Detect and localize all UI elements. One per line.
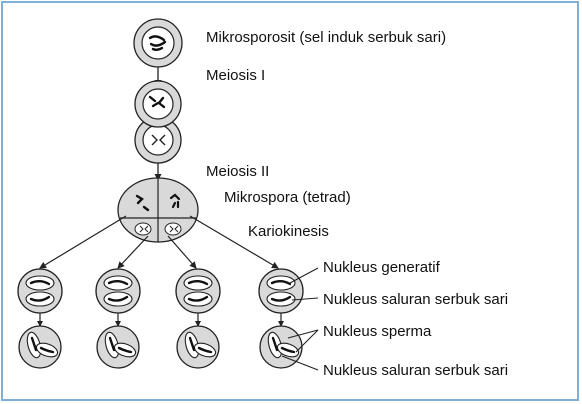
microspore-2 xyxy=(95,268,141,314)
label-meiosis-1: Meiosis I xyxy=(206,67,265,84)
pollen-grain-2 xyxy=(96,325,140,369)
label-sperm-nuclei: Nukleus sperma xyxy=(323,323,432,340)
label-tube-nucleus-2: Nukleus saluran serbuk sari xyxy=(323,362,508,379)
pollen-row-bottom xyxy=(18,325,303,369)
label-meiosis-2: Meiosis II xyxy=(206,163,269,180)
microsporocyte-cell xyxy=(133,18,183,68)
pollen-grain-1 xyxy=(18,325,62,369)
label-generative-nucleus: Nukleus generatif xyxy=(323,259,441,276)
label-microsporocyte: Mikrosporosit (sel induk serbuk sari) xyxy=(206,29,446,46)
branch-arrows xyxy=(39,215,279,269)
tetrad-cells xyxy=(117,177,199,243)
label-karyokinesis: Kariokinesis xyxy=(248,223,329,240)
microspore-3 xyxy=(175,268,221,314)
microspore-1 xyxy=(17,268,63,314)
microspore-row-top xyxy=(17,268,304,314)
row-arrows xyxy=(37,313,284,327)
pollen-grain-3 xyxy=(176,325,220,369)
label-tetrad: Mikrospora (tetrad) xyxy=(224,189,351,206)
label-tube-nucleus-1: Nukleus saluran serbuk sari xyxy=(323,291,508,308)
leader-lines xyxy=(281,267,319,371)
dyad-cells xyxy=(134,80,182,164)
microspore-4 xyxy=(258,268,304,314)
